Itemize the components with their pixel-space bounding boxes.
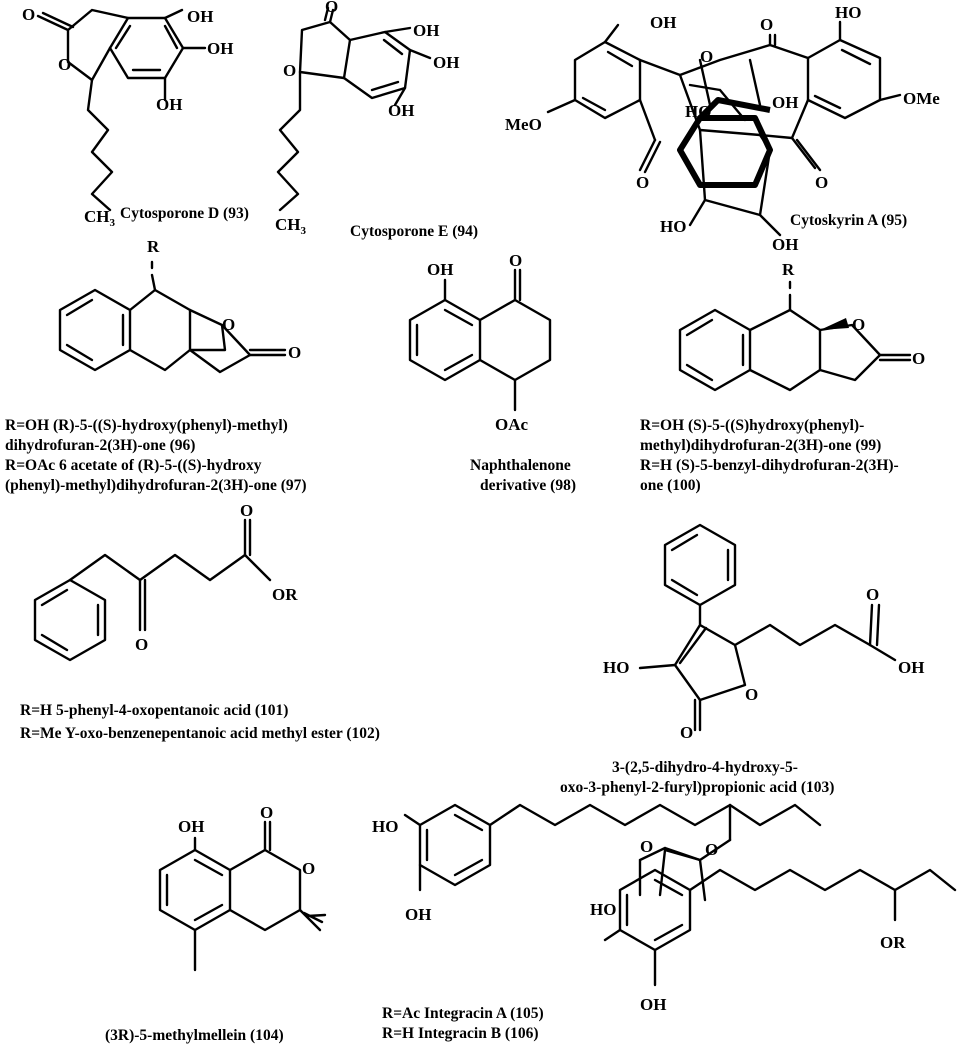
c95-oh-d: OH bbox=[772, 93, 798, 112]
c99-keto-o: O bbox=[912, 349, 925, 368]
c96-line-1: R=OH (R)-5-((S)-hydroxy(phenyl)-methyl) bbox=[5, 417, 288, 434]
structure-105-106 bbox=[403, 803, 957, 987]
c93-oh-1: OH bbox=[187, 7, 213, 26]
c104-name: (3R)-5-methylmellein (104) bbox=[105, 1027, 284, 1044]
c98-keto-o: O bbox=[509, 251, 522, 270]
c93-name: Cytosporone D (93) bbox=[120, 205, 249, 222]
c98-oh: OH bbox=[427, 260, 453, 279]
c95-oh-a: OH bbox=[650, 13, 676, 32]
c103-keto-o: O bbox=[680, 723, 693, 742]
c96-r: R bbox=[147, 237, 160, 256]
c97-line-1: R=OAc 6 acetate of (R)-5-((S)-hydroxy bbox=[5, 457, 262, 474]
c100-line-2: one (100) bbox=[640, 477, 701, 494]
c105-or: OR bbox=[880, 933, 906, 952]
c103-line-1: 3-(2,5-dihydro-4-hydroxy-5- bbox=[612, 759, 798, 776]
c94-oh-2: OH bbox=[433, 53, 459, 72]
c103-ho: HO bbox=[603, 658, 629, 677]
c102-line: R=Me Y-oxo-benzenepentanoic acid methyl … bbox=[20, 725, 380, 742]
c93-ring-o: O bbox=[58, 55, 71, 74]
c106-line: R=H Integracin B (106) bbox=[382, 1025, 539, 1042]
c101-ester-o: O bbox=[240, 501, 253, 520]
c93-ch3: CH3 bbox=[84, 207, 116, 229]
c104-ring-o: O bbox=[302, 859, 315, 878]
c94-oh-3: OH bbox=[388, 101, 414, 120]
c94-name: Cytosporone E (94) bbox=[350, 223, 478, 240]
structure-99-100 bbox=[678, 280, 912, 392]
c105-ho-1: HO bbox=[372, 817, 398, 836]
c99-ring-o: O bbox=[852, 315, 865, 334]
structure-cytosporone-d bbox=[36, 8, 207, 212]
structure-104 bbox=[158, 820, 327, 972]
c95-o-2: O bbox=[636, 173, 649, 192]
c105-keto-o: O bbox=[640, 837, 653, 856]
c95-ho-e: HO bbox=[660, 217, 686, 236]
structure-101-102 bbox=[33, 518, 272, 662]
c96-line-2: dihydrofuran-2(3H)-one (96) bbox=[5, 437, 195, 454]
structure-cytoskyrin-a bbox=[546, 20, 902, 237]
c103-ring-o: O bbox=[745, 685, 758, 704]
c95-oh-f: OH bbox=[772, 235, 798, 254]
c93-keto-o: O bbox=[22, 5, 35, 24]
c95-ome: OMe bbox=[903, 89, 940, 108]
c95-meo: MeO bbox=[505, 115, 542, 134]
c98-line-1: Naphthalenone bbox=[470, 457, 571, 474]
c97-line-2: (phenyl)-methyl)dihydrofuran-2(3H)-one (… bbox=[5, 477, 307, 494]
c95-ho-c: HO bbox=[685, 102, 711, 121]
structure-cytosporone-e bbox=[276, 6, 432, 212]
c105-oh-1: OH bbox=[405, 905, 431, 924]
c100-line-1: R=H (S)-5-benzyl-dihydrofuran-2(3H)- bbox=[640, 457, 899, 474]
c94-ring-o: O bbox=[283, 61, 296, 80]
c104-oh: OH bbox=[178, 817, 204, 836]
c99-r: R bbox=[782, 260, 795, 279]
c105-ho-2: HO bbox=[590, 900, 616, 919]
c104-keto-o: O bbox=[260, 803, 273, 822]
c94-keto-o: O bbox=[325, 0, 338, 16]
structure-98 bbox=[408, 268, 552, 412]
c94-oh-1: OH bbox=[413, 21, 439, 40]
c105-ester-o: O bbox=[705, 840, 718, 859]
c99-line-2: methyl)dihydrofuran-2(3H)-one (99) bbox=[640, 437, 881, 454]
c98-oac: OAc bbox=[495, 415, 529, 434]
c95-o-3: O bbox=[815, 173, 828, 192]
c95-name: Cytoskyrin A (95) bbox=[790, 212, 907, 229]
c103-oh: OH bbox=[898, 658, 924, 677]
c95-ho-b: HO bbox=[835, 3, 861, 22]
c105-line: R=Ac Integracin A (105) bbox=[382, 1005, 544, 1022]
c99-line-1: R=OH (S)-5-((S)hydroxy(phenyl)- bbox=[640, 417, 864, 434]
structure-103 bbox=[638, 523, 897, 732]
structure-96-97 bbox=[58, 260, 287, 374]
c96-ring-o: O bbox=[222, 315, 235, 334]
c95-o-1: O bbox=[760, 15, 773, 34]
c101-line: R=H 5-phenyl-4-oxopentanoic acid (101) bbox=[20, 702, 288, 719]
c96-keto-o: O bbox=[288, 343, 301, 362]
c103-acid-o: O bbox=[866, 585, 879, 604]
c93-oh-2: OH bbox=[207, 39, 233, 58]
c105-oh-2: OH bbox=[640, 995, 666, 1014]
c98-line-2: derivative (98) bbox=[480, 477, 576, 494]
c93-oh-3: OH bbox=[156, 95, 182, 114]
c94-ch3: CH3 bbox=[275, 215, 307, 237]
c101-keto-o: O bbox=[135, 635, 148, 654]
c101-or: OR bbox=[272, 585, 298, 604]
c103-line-2: oxo-3-phenyl-2-furyl)propionic acid (103… bbox=[560, 779, 834, 796]
c95-o-4: O bbox=[700, 47, 713, 66]
